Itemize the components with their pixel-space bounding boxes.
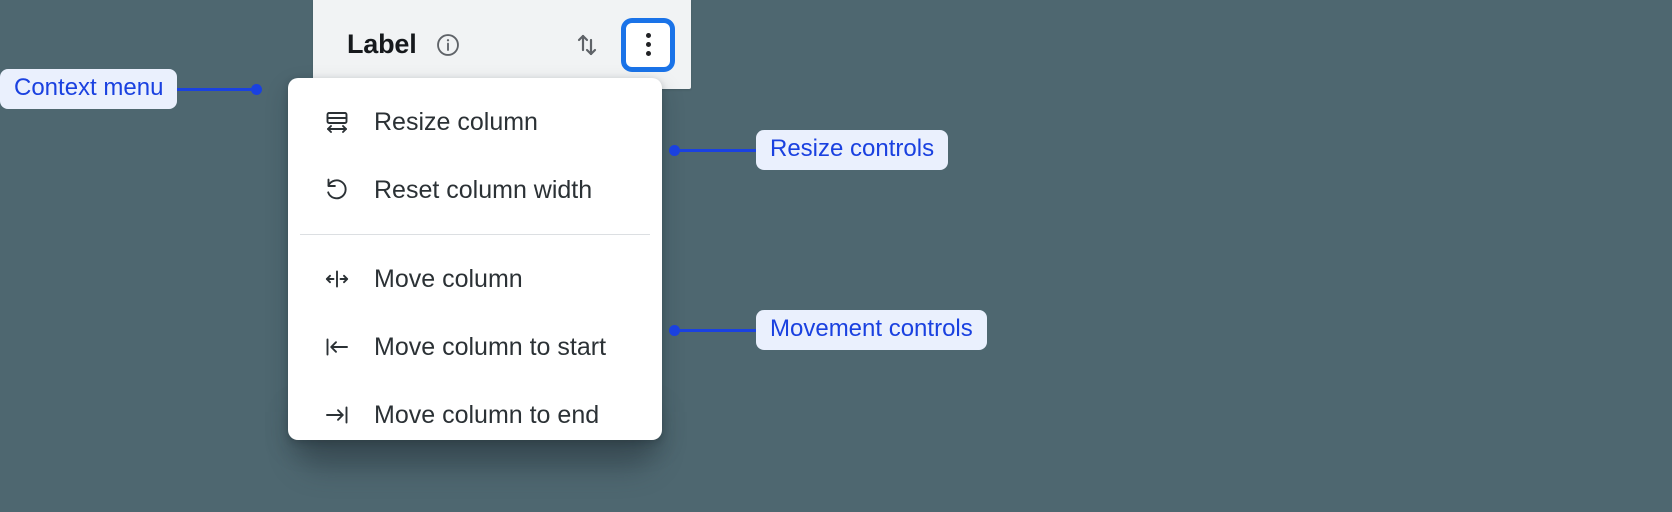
menu-item-resize-column[interactable]: Resize column	[288, 88, 662, 156]
context-menu: Resize column Reset column width	[288, 78, 662, 440]
reset-width-icon	[322, 175, 352, 205]
menu-item-label: Move column	[374, 264, 523, 293]
kebab-dot	[645, 33, 651, 38]
menu-item-move-column[interactable]: Move column	[288, 245, 662, 313]
kebab-dot	[645, 51, 651, 56]
menu-divider	[300, 234, 650, 235]
annotation-label: Movement controls	[756, 310, 987, 350]
menu-item-label: Move column to end	[374, 400, 600, 429]
menu-item-label: Resize column	[374, 107, 538, 136]
move-column-icon	[322, 264, 352, 294]
annotation-anchor-dot	[669, 144, 680, 156]
annotation-label: Context menu	[0, 69, 178, 109]
menu-item-label: Reset column width	[374, 175, 593, 204]
column-header: Label	[313, 0, 691, 89]
annotation-anchor-dot	[251, 83, 263, 95]
menu-item-label: Move column to start	[374, 332, 607, 361]
more-vertical-icon[interactable]	[623, 19, 673, 70]
resize-column-icon	[322, 107, 352, 137]
menu-item-reset-column-width[interactable]: Reset column width	[288, 156, 662, 224]
move-to-end-icon	[322, 400, 352, 430]
annotation-leader-line	[680, 148, 756, 152]
annotation-resize-controls: Resize controls	[669, 130, 949, 170]
kebab-dot	[645, 42, 651, 47]
move-to-start-icon	[322, 332, 352, 362]
sort-arrows-icon[interactable]	[569, 27, 605, 63]
annotation-anchor-dot	[669, 324, 680, 336]
menu-item-move-column-to-start[interactable]: Move column to start	[288, 313, 662, 381]
annotation-leader-line	[680, 328, 756, 332]
kebab-dots	[645, 33, 651, 56]
annotation-label: Resize controls	[756, 130, 949, 170]
annotation-leader-line	[177, 87, 252, 91]
menu-item-move-column-to-end[interactable]: Move column to end	[288, 381, 662, 449]
annotation-context-menu: Context menu	[0, 69, 263, 109]
info-circle-icon[interactable]	[433, 30, 463, 60]
page-title: Label	[347, 29, 417, 59]
annotation-movement-controls: Movement controls	[669, 310, 987, 350]
